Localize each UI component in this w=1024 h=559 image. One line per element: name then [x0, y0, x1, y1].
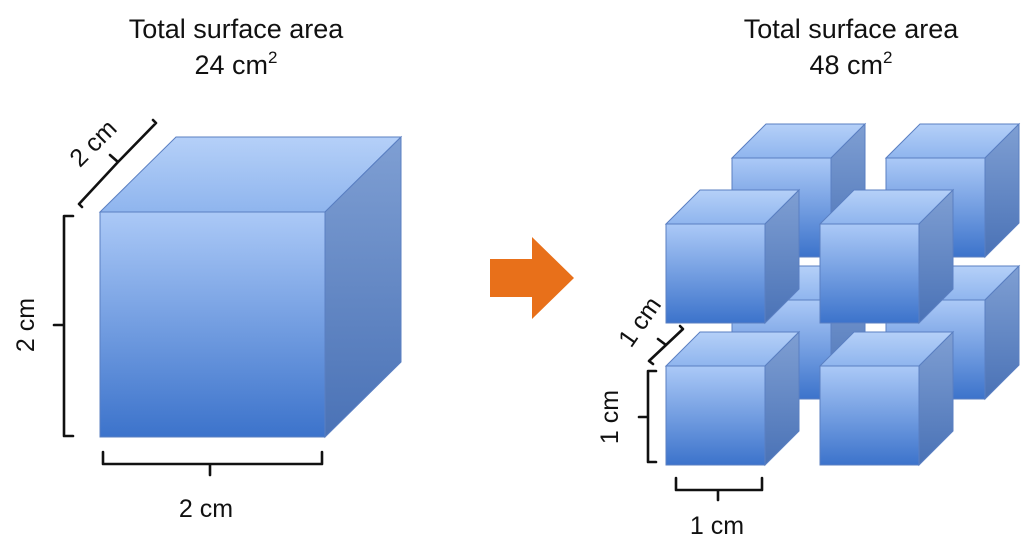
right-title: Total surface area: [744, 14, 960, 44]
right-width-label: 1 cm: [690, 512, 744, 540]
right-area: 48 cm2: [810, 48, 893, 80]
small-cube-front-bottom-right: [818, 330, 955, 467]
right-depth-label: 1 cm: [613, 292, 667, 352]
small-cube-front-top-left: [664, 188, 801, 325]
right-width-brace: [674, 476, 764, 502]
arrow-right-icon: [490, 237, 574, 319]
left-area-value: 24 cm: [195, 50, 269, 80]
left-height-label: 2 cm: [12, 298, 40, 352]
right-height-label: 1 cm: [596, 390, 624, 444]
small-cube-front-top-right: [818, 188, 955, 325]
left-width-label: 2 cm: [179, 495, 233, 523]
left-area-exponent: 2: [268, 48, 277, 67]
large-cube: [98, 135, 403, 439]
left-title: Total surface area: [129, 14, 345, 44]
right-area-exponent: 2: [883, 48, 892, 67]
small-cube-front-bottom-left: [664, 330, 801, 467]
left-width-brace: [101, 450, 324, 477]
left-height-brace: [52, 214, 75, 438]
right-height-brace: [637, 369, 658, 464]
right-area-value: 48 cm: [810, 50, 884, 80]
right-depth-brace: [647, 324, 685, 366]
left-depth-label: 2 cm: [64, 114, 122, 172]
left-area: 24 cm2: [195, 48, 278, 80]
left-depth-brace: [77, 118, 158, 209]
